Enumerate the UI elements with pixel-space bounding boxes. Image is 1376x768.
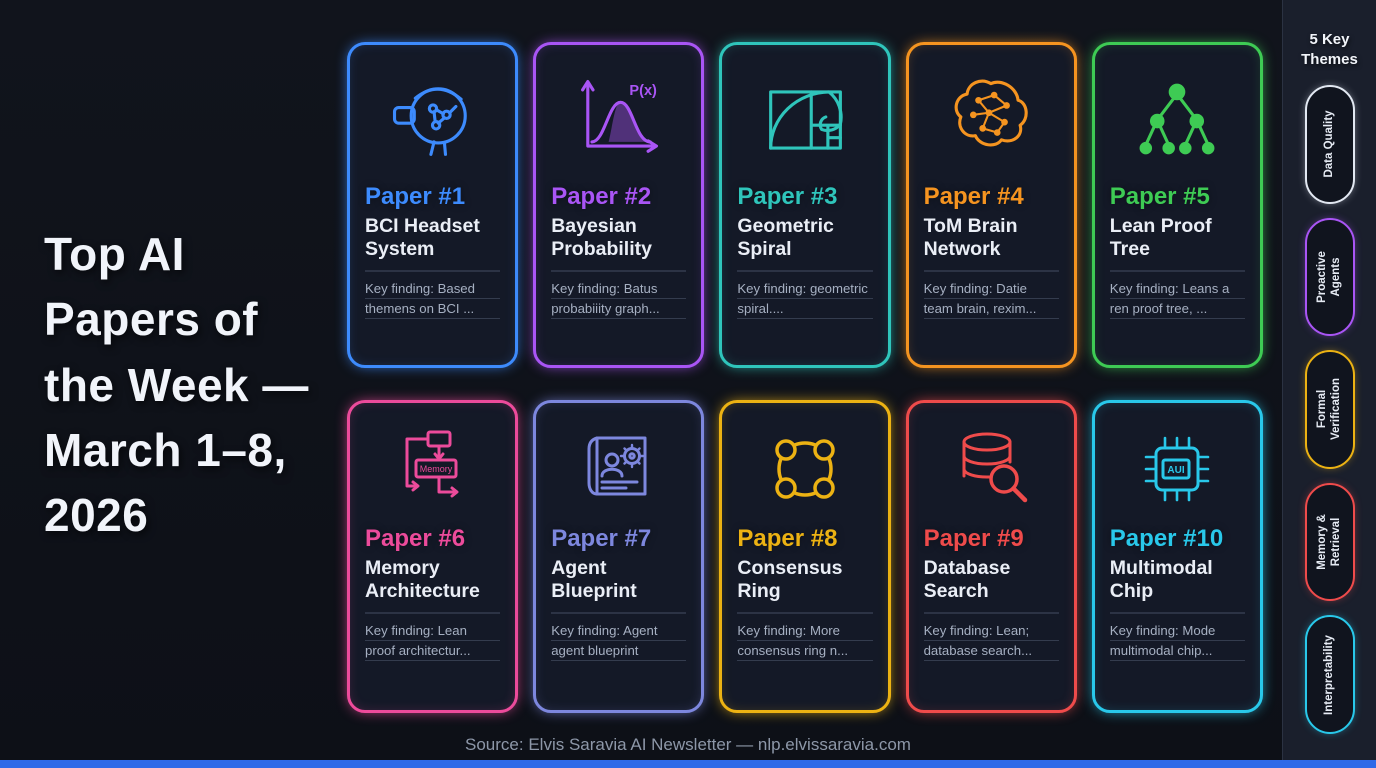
title-line: 2026 xyxy=(44,489,149,542)
paper-title: Bayesian Probability xyxy=(551,215,652,260)
paper-card-9: Paper #9 Database Search Key finding: Le… xyxy=(905,400,1077,713)
paper-title: Memory Architecture xyxy=(365,557,480,602)
themes-heading: 5 Key Themes xyxy=(1301,30,1358,69)
agent-blueprint-icon xyxy=(551,413,686,525)
theme-pill-memory-retrieval: Memory &Retrieval xyxy=(1304,482,1355,602)
paper-finding: Key finding: Leans a ren proof tree, ... xyxy=(1109,279,1245,319)
paper-number: Paper #8 xyxy=(737,525,838,552)
themes-heading-line: Themes xyxy=(1301,50,1358,68)
paper-title: BCI Headset System xyxy=(365,215,480,260)
paper-finding: Key finding: Agent agent blueprint xyxy=(551,621,687,661)
title-line: Papers of xyxy=(44,293,259,346)
theme-pill-label: Memory &Retrieval xyxy=(1315,514,1342,570)
paper-number: Paper #1 xyxy=(365,183,466,210)
title-line: March 1–8, xyxy=(44,423,287,476)
icon-label: Memory xyxy=(419,464,452,474)
title-line: Top AI xyxy=(44,228,185,280)
paper-card-6: Memory Paper #6 Memory Architecture Key … xyxy=(347,400,519,713)
icon-label: AUI xyxy=(1168,465,1185,476)
paper-card-8: Paper #8 Consensus Ring Key finding: Mor… xyxy=(719,400,891,713)
brain-network-icon xyxy=(924,55,1059,183)
consensus-ring-icon xyxy=(737,413,872,525)
proof-tree-icon xyxy=(1110,55,1245,183)
theme-pill-interpretability: Interpretability xyxy=(1304,615,1355,734)
title-line: the Week — xyxy=(44,358,309,411)
paper-card-5: Paper #5 Lean Proof Tree Key finding: Le… xyxy=(1091,42,1263,368)
paper-number: Paper #10 xyxy=(1109,525,1224,552)
paper-number: Paper #2 xyxy=(551,183,652,210)
bci-headset-icon xyxy=(365,55,500,183)
theme-pill-data-quality: Data Quality xyxy=(1304,85,1355,204)
paper-finding: Key finding: Lean proof architectur... xyxy=(365,621,501,661)
divider xyxy=(1109,612,1245,614)
paper-number: Paper #4 xyxy=(923,183,1024,210)
divider xyxy=(551,270,687,272)
page-title: Top AI Papers of the Week — March 1–8, 2… xyxy=(44,222,344,549)
divider xyxy=(365,612,501,614)
papers-grid: Paper #1 BCI Headset System Key finding:… xyxy=(347,42,1263,713)
bottom-accent-bar xyxy=(0,760,1376,768)
paper-card-4: Paper #4 ToM Brain Network Key finding: … xyxy=(905,42,1077,368)
paper-card-2: P(x) Paper #2 Bayesian Probability Key f… xyxy=(533,42,705,368)
divider xyxy=(1109,270,1245,272)
multimodal-chip-icon: AUI xyxy=(1110,413,1245,525)
divider xyxy=(923,612,1059,614)
theme-pill-label: Data Quality xyxy=(1322,110,1335,178)
theme-pill-label: Interpretability xyxy=(1322,634,1335,715)
paper-title: Multimodal Chip xyxy=(1109,557,1213,602)
golden-spiral-icon xyxy=(737,55,872,183)
probability-curve-icon: P(x) xyxy=(551,55,686,183)
paper-finding: Key finding: Based themens on BCI ... xyxy=(365,279,501,319)
database-search-icon xyxy=(924,413,1059,525)
paper-title: Agent Blueprint xyxy=(551,557,637,602)
paper-finding: Key finding: More consensus ring n... xyxy=(737,621,873,661)
paper-card-7: Paper #7 Agent Blueprint Key finding: Ag… xyxy=(533,400,705,713)
paper-title: Database Search xyxy=(923,557,1011,602)
paper-card-1: Paper #1 BCI Headset System Key finding:… xyxy=(347,42,519,368)
divider xyxy=(551,612,687,614)
paper-title: Lean Proof Tree xyxy=(1109,215,1212,260)
paper-number: Paper #6 xyxy=(365,525,466,552)
paper-number: Paper #9 xyxy=(923,525,1024,552)
divider xyxy=(737,612,873,614)
paper-title: ToM Brain Network xyxy=(923,215,1018,260)
paper-finding: Key finding: Lean; database search... xyxy=(923,621,1059,661)
divider xyxy=(365,270,501,272)
paper-title: Consensus Ring xyxy=(737,557,843,602)
paper-finding: Key finding: Datie team brain, rexim... xyxy=(923,279,1059,319)
themes-heading-line: 5 Key xyxy=(1309,31,1350,48)
source-credit: Source: Elvis Saravia AI Newsletter — nl… xyxy=(465,735,911,754)
paper-number: Paper #7 xyxy=(551,525,652,552)
paper-number: Paper #5 xyxy=(1109,183,1210,210)
memory-flowchart-icon: Memory xyxy=(365,413,500,525)
paper-finding: Key finding: geometric spiral.... xyxy=(737,279,873,319)
divider xyxy=(737,270,873,272)
paper-finding: Key finding: Batus probabiiity graph... xyxy=(551,279,687,319)
divider xyxy=(923,270,1059,272)
paper-title: Geometric Spiral xyxy=(737,215,834,260)
paper-number: Paper #3 xyxy=(737,183,838,210)
paper-card-10: AUI Paper #10 Multimodal Chip Key findin… xyxy=(1091,400,1263,713)
paper-finding: Key finding: Mode multimodal chip... xyxy=(1109,621,1245,661)
paper-card-3: Paper #3 Geometric Spiral Key finding: g… xyxy=(719,42,891,368)
icon-label: P(x) xyxy=(629,83,657,99)
